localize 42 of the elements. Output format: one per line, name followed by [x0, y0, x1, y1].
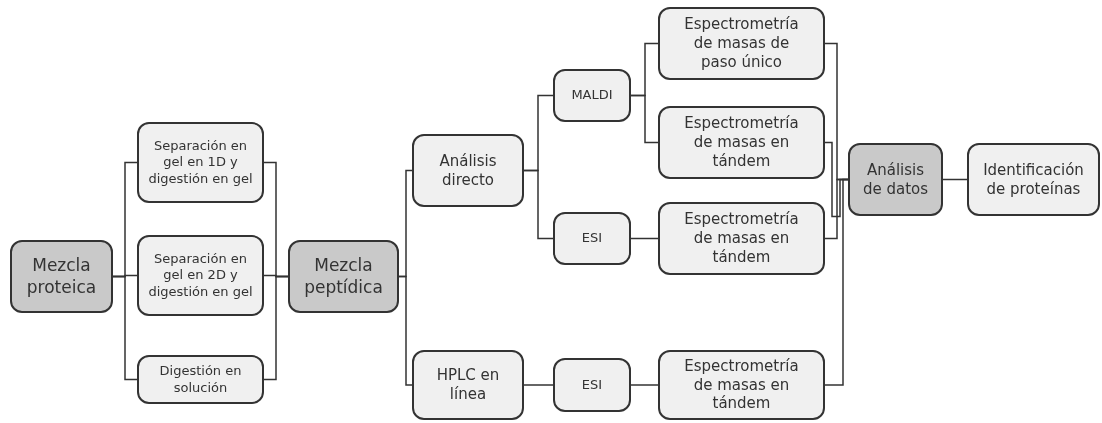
box-label: Mezcla proteica: [25, 255, 98, 298]
process-box: [658, 106, 825, 179]
connector-line: [523, 169, 554, 240]
process-box: [288, 240, 399, 313]
process-box: [967, 143, 1100, 216]
box-label: Identificación de proteínas: [982, 160, 1085, 199]
box-label: Espectrometría de masas en tándem: [683, 210, 800, 267]
box-label: ESI: [581, 230, 603, 247]
box-label: Separación en gel en 1D y digestión en gel: [148, 138, 253, 187]
connector-line: [398, 275, 413, 386]
process-box: [137, 122, 264, 203]
process-box: [137, 355, 264, 404]
box-label: ESI: [581, 376, 603, 394]
connector-line: [630, 237, 659, 240]
connector-line: [630, 94, 659, 144]
process-box: [412, 350, 524, 420]
box-label: MALDI: [571, 87, 613, 104]
box-label: Separación en gel en 2D y digestión en gel: [148, 251, 253, 300]
process-box: [658, 7, 825, 80]
box-label: Mezcla peptídica: [303, 255, 384, 298]
process-box: [10, 240, 113, 313]
box-label: HPLC en línea: [435, 366, 501, 404]
process-box: [553, 212, 631, 265]
box-label: Espectrometría de masas de paso único: [683, 15, 800, 72]
connector-line: [942, 178, 968, 181]
process-box: [658, 202, 825, 275]
box-label: Análisis directo: [438, 151, 498, 190]
process-box: [553, 358, 631, 412]
process-box: [848, 143, 943, 216]
process-box: [137, 235, 264, 316]
connector-line: [263, 275, 289, 381]
connector-line: [824, 178, 849, 386]
connector-line: [630, 384, 659, 386]
process-box: [412, 134, 524, 207]
connector-line: [112, 275, 138, 381]
process-box: [553, 69, 631, 122]
process-box: [658, 350, 825, 420]
box-label: Análisis de datos: [861, 160, 930, 199]
box-label: Digestión en solución: [158, 363, 243, 396]
box-label: Espectrometría de masas en tándem: [683, 356, 800, 414]
connector-line: [523, 384, 554, 386]
box-label: Espectrometría de masas en tándem: [683, 114, 800, 171]
